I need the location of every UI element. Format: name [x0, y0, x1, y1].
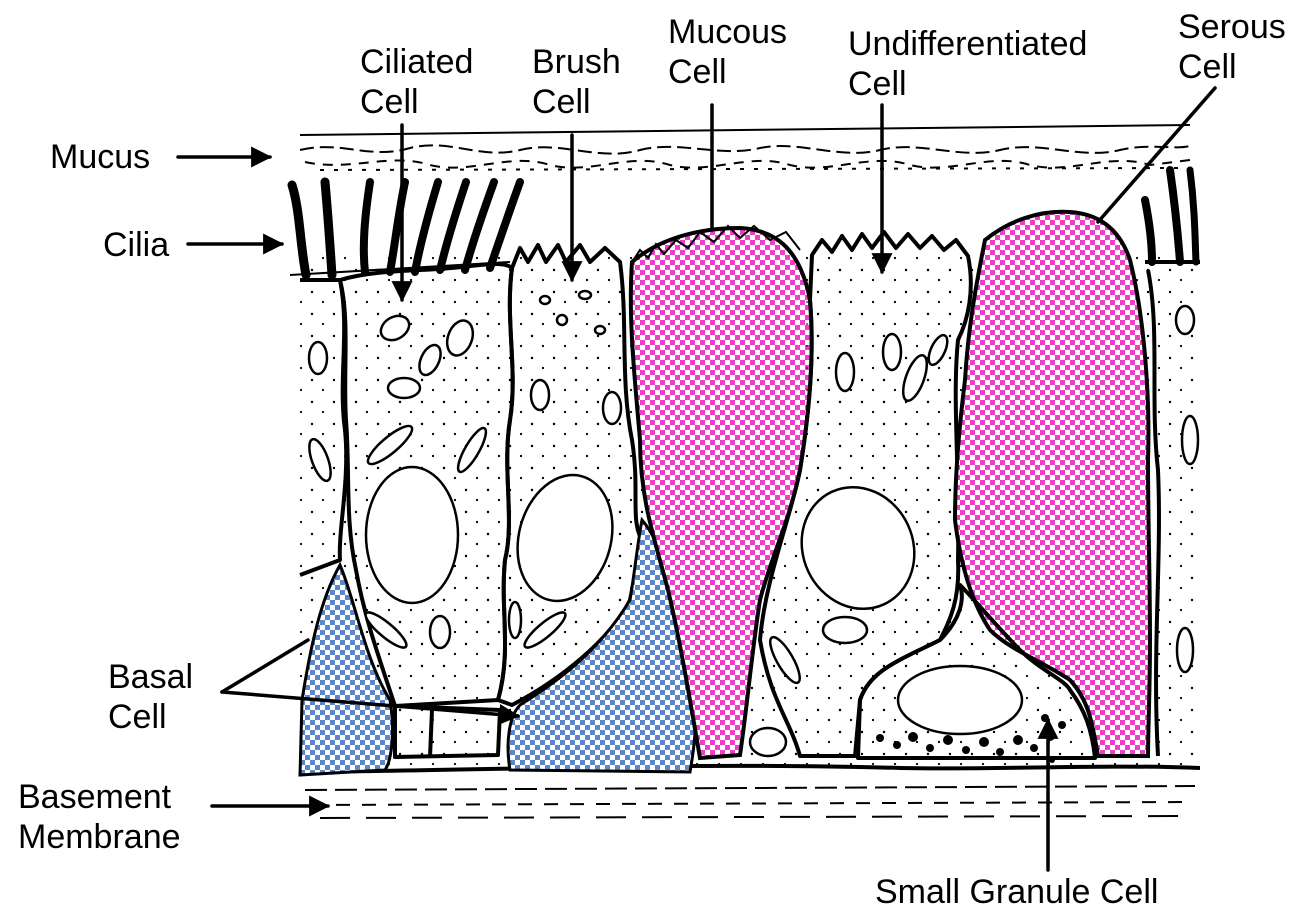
svg-text:Serous: Serous	[1178, 8, 1286, 46]
svg-text:Mucus: Mucus	[50, 138, 150, 176]
svg-text:Cell: Cell	[532, 83, 591, 121]
label-mucous-cell: Mucous Cell	[668, 13, 787, 228]
small-cell-fragment	[750, 728, 786, 756]
svg-text:Mucous: Mucous	[668, 13, 787, 51]
mucus-layer	[300, 125, 1190, 170]
basement-membrane	[300, 766, 1200, 818]
nucleus	[366, 467, 458, 603]
svg-text:Basal: Basal	[108, 658, 193, 696]
svg-text:Brush: Brush	[532, 43, 621, 81]
nucleus	[898, 666, 1022, 734]
mitochondrion	[309, 342, 327, 374]
svg-text:Cell: Cell	[108, 698, 167, 736]
label-mucus: Mucus	[50, 138, 270, 176]
svg-text:Ciliated: Ciliated	[360, 43, 473, 81]
label-cilia: Cilia	[103, 226, 282, 264]
svg-text:Cell: Cell	[668, 53, 727, 91]
svg-text:Cell: Cell	[848, 65, 907, 103]
svg-text:Basement: Basement	[18, 778, 172, 816]
svg-text:Cell: Cell	[1178, 48, 1237, 86]
svg-text:Cilia: Cilia	[103, 226, 169, 264]
label-basement-membrane: Basement Membrane	[18, 778, 328, 856]
svg-text:Undifferentiated: Undifferentiated	[848, 25, 1087, 63]
svg-text:Small Granule Cell: Small Granule Cell	[875, 873, 1158, 911]
ciliated-cell	[340, 264, 513, 706]
label-brush-cell: Brush Cell	[532, 43, 621, 280]
svg-text:Membrane: Membrane	[18, 818, 181, 856]
svg-text:Cell: Cell	[360, 83, 419, 121]
